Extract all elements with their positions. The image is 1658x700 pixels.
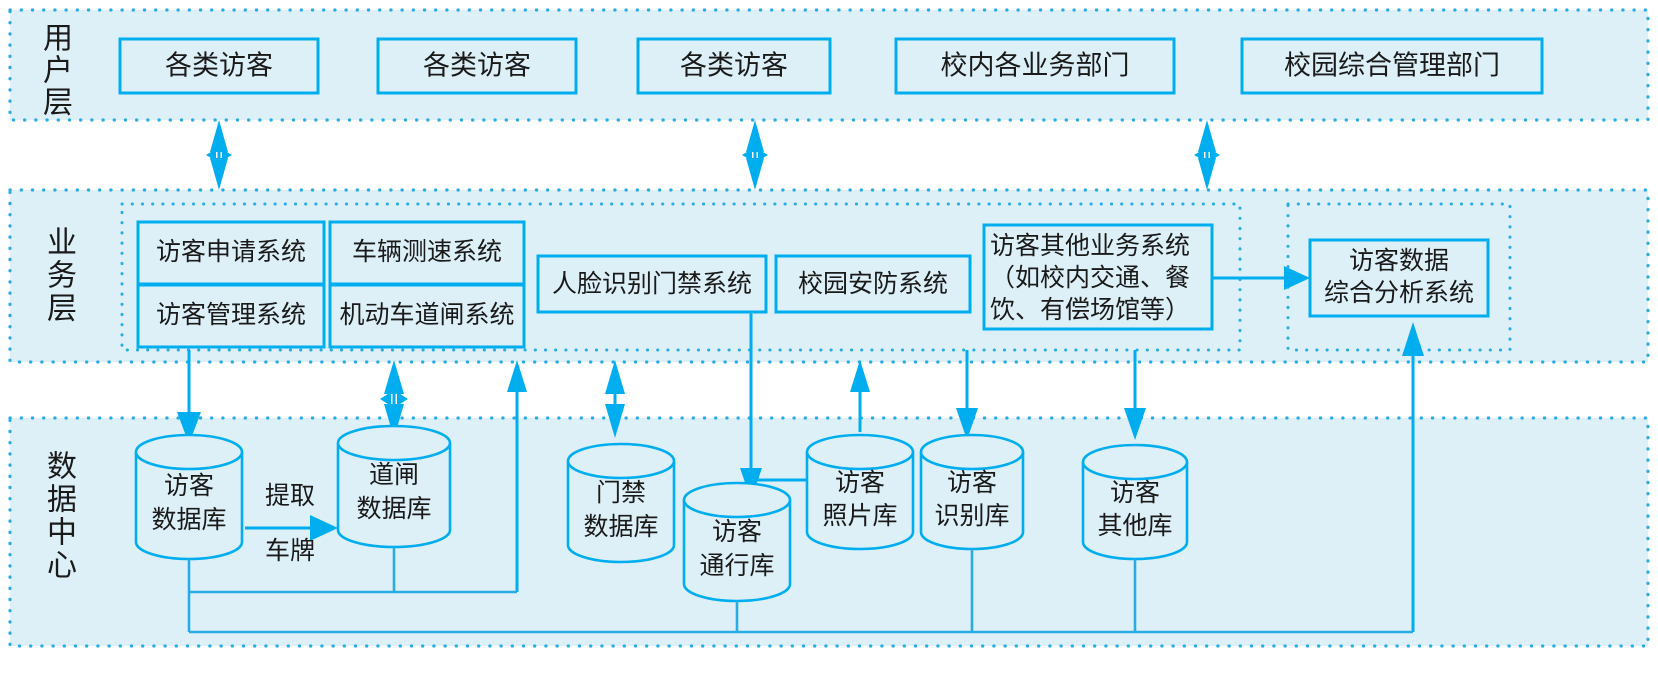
layer-label-business: 业 务 层 [47, 226, 77, 327]
layer-business-char-0: 业 [47, 226, 77, 261]
layer-label-user: 用 户 层 [43, 22, 73, 121]
user-box-visitors-2-label: 各类访客 [423, 51, 531, 82]
arrow-business-data-access [605, 360, 625, 438]
layer-user-char-1: 户 [43, 54, 73, 89]
db-visitor-photo-line-0: 访客 [835, 468, 885, 497]
layer-data-char-3: 心 [47, 549, 77, 584]
db-access-control-line-0: 门禁 [596, 478, 646, 507]
user-box-visitors-2[interactable]: 各类访客 [376, 37, 578, 95]
business-box-other-services-line-1: （如校内交通、餐 [990, 263, 1190, 292]
db-barrier-data-line-0: 道闸 [369, 460, 419, 489]
business-box-vehicle-barrier-label: 机动车道闸系统 [339, 300, 514, 329]
business-box-data-analysis-line-0: 访客数据 [1349, 246, 1449, 275]
db-visitor-other-line-0: 访客 [1110, 478, 1160, 507]
db-visitor-other[interactable]: 访客 其他库 [1081, 443, 1189, 561]
layer-user-char-2: 层 [43, 86, 73, 121]
layer-business-char-1: 务 [47, 259, 77, 294]
layer-user-char-0: 用 [43, 22, 73, 57]
db-visitor-photo-line-1: 照片库 [822, 501, 897, 530]
business-box-other-services-line-2: 饮、有偿场馆等） [990, 295, 1190, 324]
business-box-other-services[interactable]: 访客其他业务系统 （如校内交通、餐 饮、有偿场馆等） [982, 223, 1214, 331]
user-box-campus-departments[interactable]: 校内各业务部门 [894, 37, 1176, 95]
db-visitor-recognition-line-1: 识别库 [934, 501, 1009, 530]
business-box-vehicle-barrier[interactable]: 机动车道闸系统 [328, 283, 526, 349]
user-box-campus-management[interactable]: 校园综合管理部门 [1240, 37, 1544, 95]
arrow-business-to-visitor-db [177, 350, 201, 444]
arrow-business-data-barrier [380, 360, 408, 438]
db-visitor-photo[interactable]: 访客 照片库 [805, 433, 915, 551]
db-visitor-pass-line-0: 访客 [712, 517, 762, 546]
user-box-visitors-3[interactable]: 各类访客 [636, 37, 832, 95]
arrow-user-business-2 [742, 120, 768, 190]
business-box-vehicle-speed-label: 车辆测速系统 [352, 237, 502, 266]
db-visitor-recognition[interactable]: 访客 识别库 [919, 433, 1025, 551]
db-visitor-data[interactable]: 访客 数据库 [134, 433, 244, 561]
db-barrier-data-line-1: 数据库 [356, 494, 431, 523]
business-box-visitor-application[interactable]: 访客申请系统 [136, 220, 326, 286]
arrow-other-services-to-other-db [1124, 350, 1146, 440]
business-box-campus-security[interactable]: 校园安防系统 [774, 254, 972, 314]
db-access-control[interactable]: 门禁 数据库 [566, 442, 676, 564]
business-box-data-analysis[interactable]: 访客数据 综合分析系统 [1308, 238, 1490, 318]
arrow-user-business-3 [1194, 120, 1220, 190]
arrow-other-services-to-analysis [1212, 266, 1310, 290]
layer-data-char-0: 数 [47, 450, 77, 485]
db-visitor-pass-line-1: 通行库 [699, 551, 774, 580]
db-barrier-data[interactable]: 道闸 数据库 [336, 424, 452, 549]
arrow-databus-to-analysis [1402, 322, 1424, 632]
business-box-data-analysis-line-1: 综合分析系统 [1324, 278, 1474, 307]
db-visitor-pass[interactable]: 访客 通行库 [682, 481, 792, 603]
arrow-photo-db-to-security [850, 360, 870, 432]
user-box-visitors-1[interactable]: 各类访客 [118, 37, 320, 95]
user-box-visitors-3-label: 各类访客 [680, 51, 788, 82]
arrow-user-business-1 [206, 120, 232, 190]
business-box-face-access[interactable]: 人脸识别门禁系统 [536, 254, 768, 314]
business-box-campus-security-label: 校园安防系统 [798, 269, 948, 298]
edge-extract-plate-line-0: 提取 [265, 481, 315, 510]
business-box-visitor-application-label: 访客申请系统 [156, 237, 306, 266]
edge-extract-plate-line-1: 车牌 [265, 536, 315, 565]
db-visitor-data-line-0: 访客 [164, 471, 214, 500]
layer-business-char-2: 层 [47, 292, 77, 327]
business-box-visitor-management-label: 访客管理系统 [156, 300, 306, 329]
db-visitor-other-line-1: 其他库 [1097, 511, 1172, 540]
business-box-vehicle-speed[interactable]: 车辆测速系统 [328, 220, 526, 286]
db-access-control-line-1: 数据库 [583, 512, 658, 541]
layer-data-char-1: 据 [47, 483, 77, 518]
business-box-other-services-line-0: 访客其他业务系统 [990, 231, 1190, 260]
business-box-face-access-label: 人脸识别门禁系统 [552, 269, 752, 298]
data-bus-connectors [187, 547, 1413, 634]
user-box-visitors-1-label: 各类访客 [165, 51, 273, 82]
arrow-data-up-to-barrier-system [507, 360, 527, 592]
layer-data-char-2: 中 [47, 516, 77, 551]
user-box-campus-departments-label: 校内各业务部门 [941, 51, 1130, 82]
arrow-security-to-recognition-db [956, 350, 978, 440]
business-box-visitor-management[interactable]: 访客管理系统 [136, 283, 326, 349]
db-visitor-data-line-1: 数据库 [151, 505, 226, 534]
db-visitor-recognition-line-0: 访客 [947, 468, 997, 497]
edge-extract-plate: 提取 车牌 [245, 481, 338, 565]
user-box-campus-management-label: 校园综合管理部门 [1284, 51, 1500, 82]
layer-label-data: 数 据 中 心 [47, 450, 77, 584]
